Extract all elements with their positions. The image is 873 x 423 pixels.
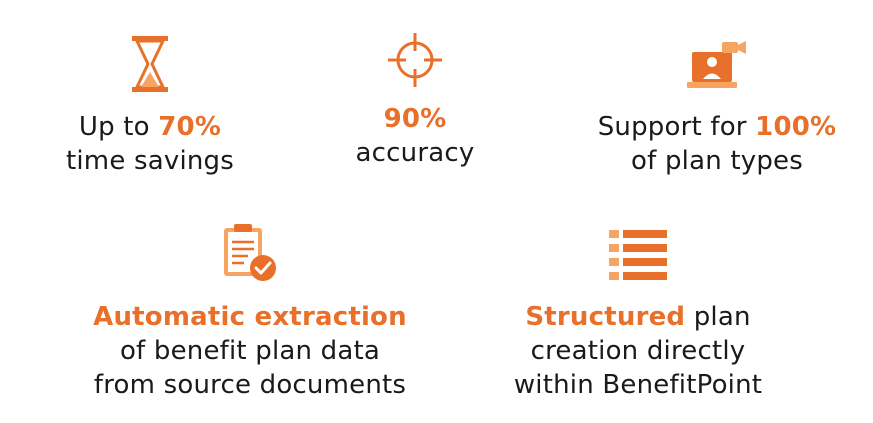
plan-types-line2: of plan types bbox=[631, 146, 803, 176]
structured-plan-line2: creation directly bbox=[530, 336, 746, 366]
feature-structured-plan: Structured plan creation directly within… bbox=[478, 220, 798, 410]
feature-accuracy: 90% accuracy bbox=[310, 30, 520, 180]
feature-time-savings: Up to 70% time savings bbox=[40, 30, 260, 180]
crosshair-target-icon bbox=[388, 33, 442, 87]
hourglass-icon bbox=[132, 36, 168, 92]
feature-automatic-extraction: Automatic extraction of benefit plan dat… bbox=[70, 220, 430, 410]
feature-plan-types: Support for 100% of plan types bbox=[572, 30, 862, 180]
plan-types-line1: Support for 100% bbox=[597, 112, 837, 142]
time-savings-highlight: 70% bbox=[158, 112, 222, 142]
time-savings-line1: Up to 70% bbox=[78, 112, 222, 142]
list-icon bbox=[609, 230, 667, 280]
automatic-extraction-highlight: Automatic extraction bbox=[93, 302, 407, 332]
clipboard-check-icon bbox=[224, 224, 276, 281]
automatic-extraction-line3: from source documents bbox=[93, 370, 407, 400]
accuracy-highlight: 90% bbox=[383, 104, 447, 134]
structured-plan-line3: within BenefitPoint bbox=[513, 370, 763, 400]
structured-plan-line1: Structured plan bbox=[525, 302, 751, 332]
video-call-laptop-icon bbox=[687, 41, 746, 88]
plan-types-highlight: 100% bbox=[755, 112, 837, 142]
automatic-extraction-line2: of benefit plan data bbox=[119, 336, 381, 366]
time-savings-line2: time savings bbox=[65, 146, 235, 176]
structured-plan-highlight: Structured bbox=[525, 302, 686, 332]
accuracy-line2: accuracy bbox=[355, 138, 475, 168]
